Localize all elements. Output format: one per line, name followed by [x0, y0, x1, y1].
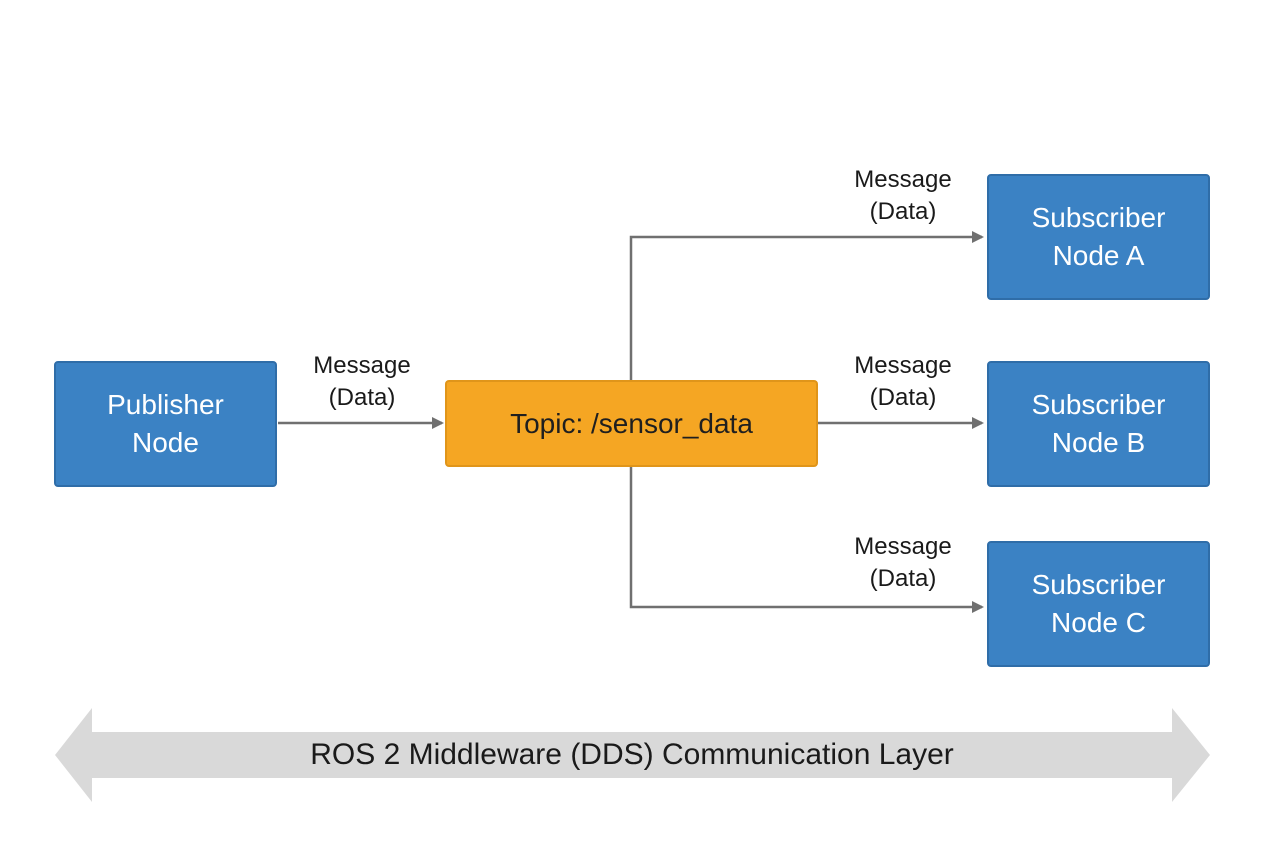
topic-node: Topic: /sensor_data: [445, 380, 818, 467]
subscriber-node-c-label: Subscriber Node C: [1031, 569, 1166, 638]
message-label-line2: (Data): [869, 565, 937, 592]
topic-node-label: Topic: /sensor_data: [510, 407, 753, 439]
topic-to-subscriber-a-arrow: [629, 231, 984, 380]
message-label-line1: Message: [854, 166, 952, 193]
publisher-node: Publisher Node: [54, 361, 277, 487]
middleware-layer-band: [55, 708, 1210, 802]
message-label-line2: (Data): [328, 384, 396, 411]
message-label-subscriber-a: Message (Data): [833, 164, 973, 228]
message-label-line1: Message: [313, 352, 411, 379]
message-label-publisher: Message (Data): [292, 350, 432, 414]
message-label-subscriber-c: Message (Data): [833, 531, 973, 595]
message-label-line2: (Data): [869, 384, 937, 411]
message-label-line1: Message: [854, 352, 952, 379]
subscriber-node-a: Subscriber Node A: [987, 174, 1210, 300]
publisher-node-label: Publisher Node: [107, 389, 224, 458]
subscriber-node-b-label: Subscriber Node B: [1031, 389, 1166, 458]
subscriber-node-c: Subscriber Node C: [987, 541, 1210, 667]
message-label-subscriber-b: Message (Data): [833, 350, 973, 414]
topic-to-subscriber-c-arrow: [629, 467, 984, 613]
subscriber-node-a-label: Subscriber Node A: [1031, 202, 1166, 271]
middleware-layer-label: ROS 2 Middleware (DDS) Communication Lay…: [310, 738, 954, 771]
message-label-line2: (Data): [869, 198, 937, 225]
message-label-line1: Message: [854, 533, 952, 560]
subscriber-node-b: Subscriber Node B: [987, 361, 1210, 487]
